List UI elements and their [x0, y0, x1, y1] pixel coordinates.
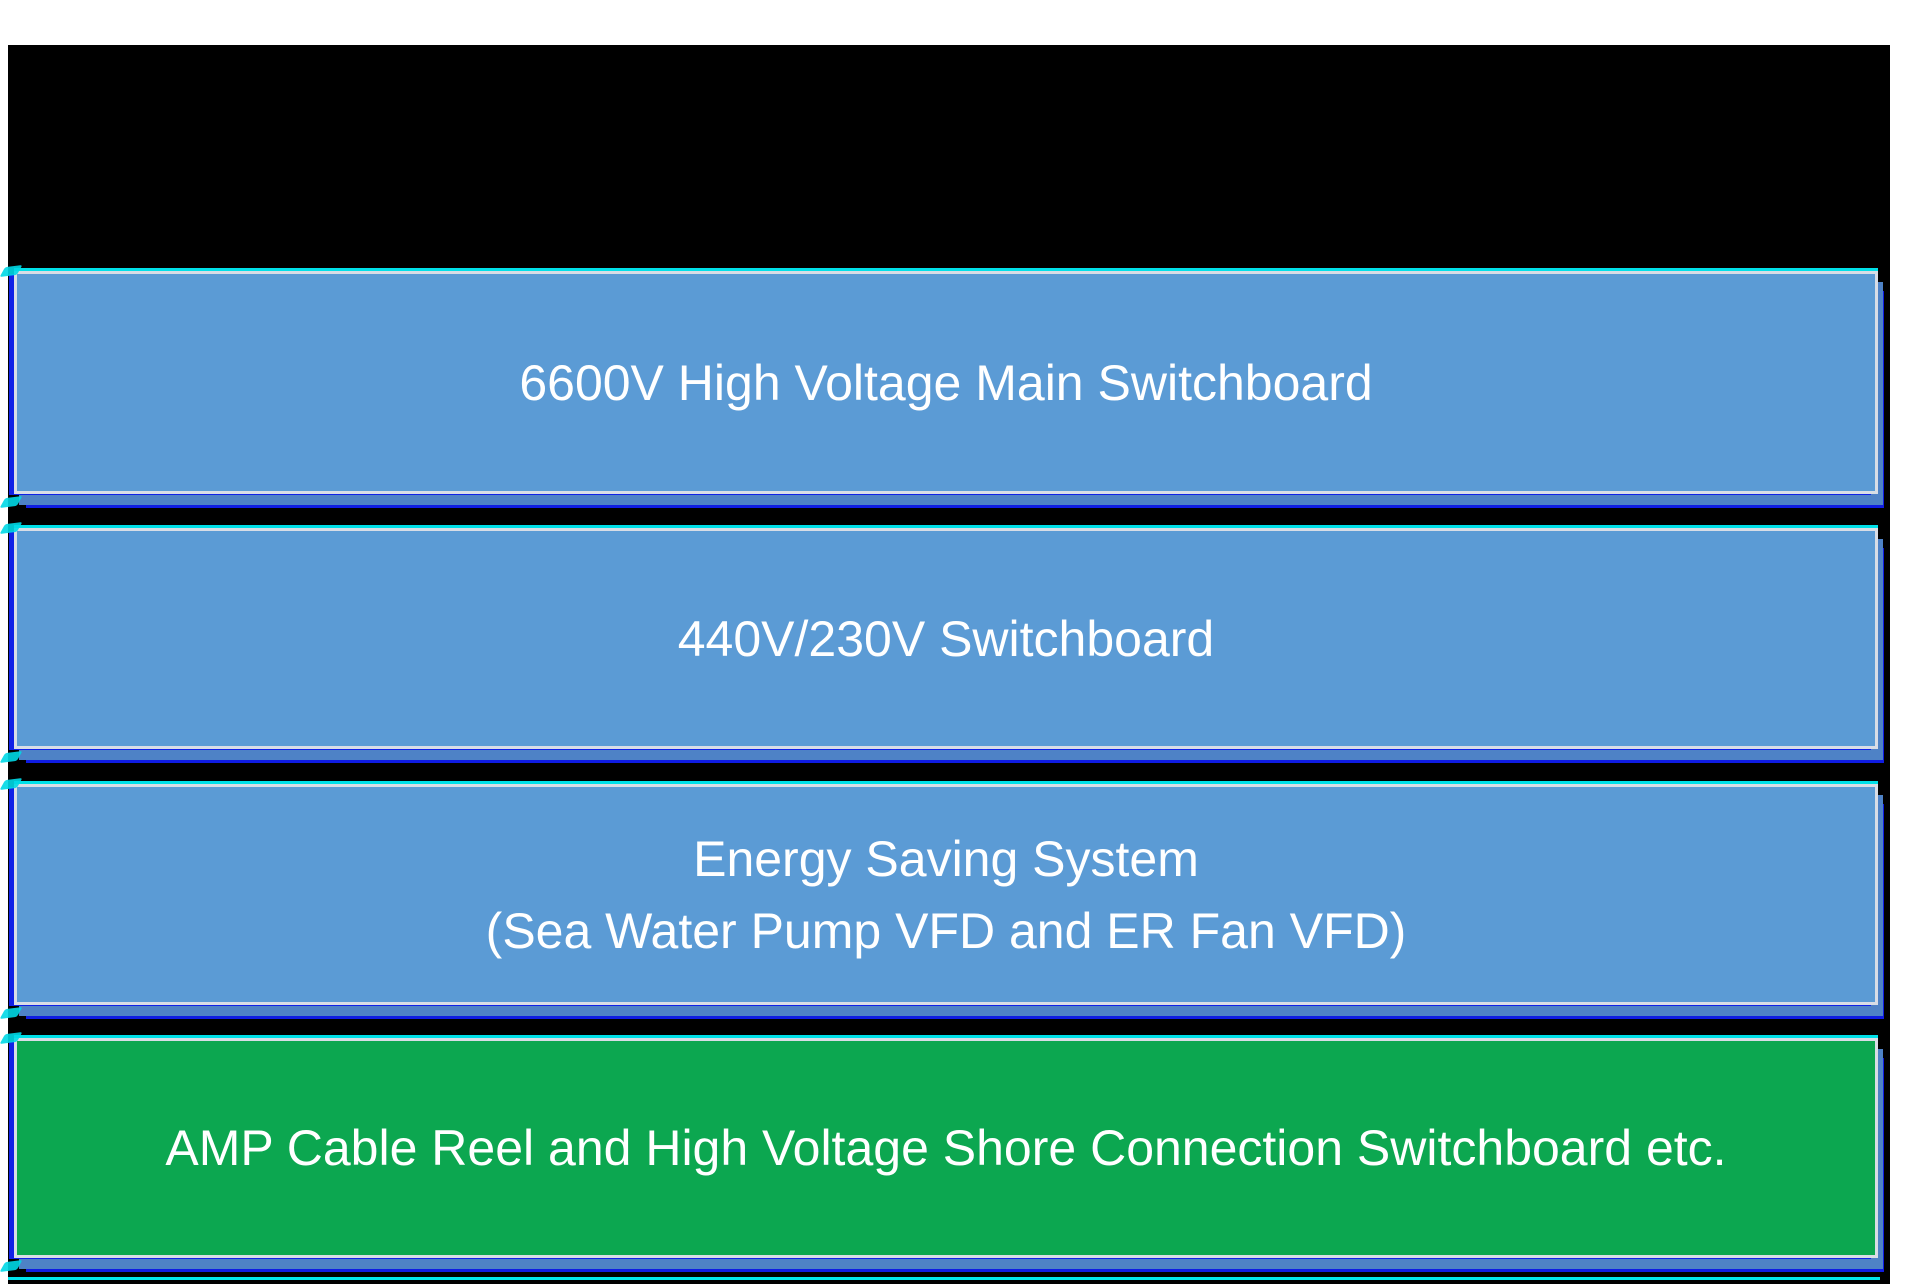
box-energy-saving-label-line2: (Sea Water Pump VFD and ER Fan VFD): [485, 902, 1407, 959]
box-energy-saving-label-line1: Energy Saving System: [693, 830, 1199, 887]
box-440v-label: 440V/230V Switchboard: [677, 610, 1215, 667]
box-440v-230v-switchboard: 440V/230V Switchboard: [14, 528, 1878, 749]
box-6600v-high-voltage-main-switchboard: 6600V High Voltage Main Switchboard: [14, 271, 1878, 494]
box-amp-cable-reel-shore-connection: AMP Cable Reel and High Voltage Shore Co…: [14, 1038, 1878, 1258]
box-6600v-label: 6600V High Voltage Main Switchboard: [519, 354, 1373, 411]
box-energy-saving-system: Energy Saving System (Sea Water Pump VFD…: [14, 784, 1878, 1005]
bottom-cyan-glow-line: [8, 1277, 1880, 1280]
box-amp-cable-reel-label: AMP Cable Reel and High Voltage Shore Co…: [165, 1120, 1727, 1176]
